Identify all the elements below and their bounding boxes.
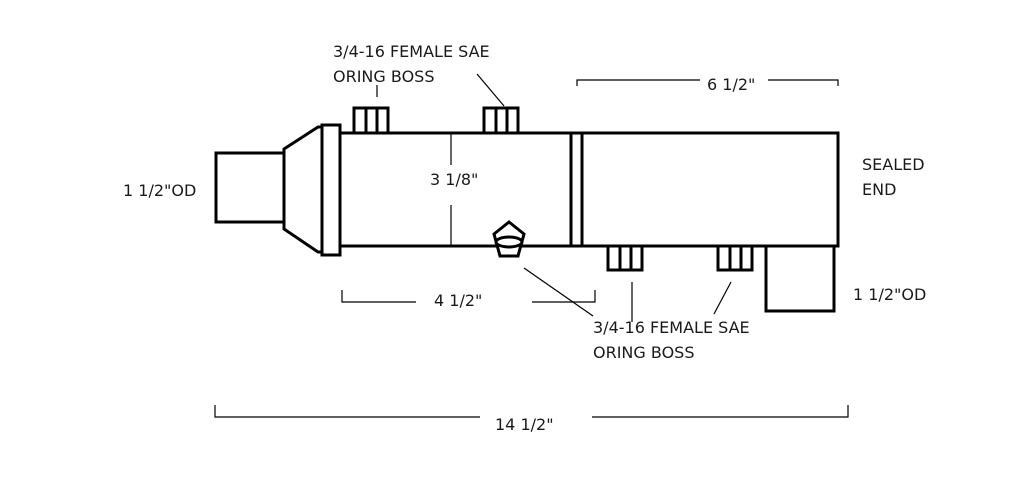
dim-6-half-label: 6 1/2" bbox=[707, 75, 755, 94]
dim-6-half bbox=[576, 79, 839, 86]
top-boss-2 bbox=[482, 106, 520, 135]
divider-band bbox=[569, 131, 584, 248]
top-boss-1 bbox=[352, 106, 390, 135]
bottom-port-label-line1: 3/4-16 FEMALE SAE bbox=[593, 318, 750, 337]
inlet-od-label: 1 1/2"OD bbox=[123, 181, 196, 200]
bottom-port-label-line2: ORING BOSS bbox=[593, 343, 694, 362]
reducer-cone bbox=[282, 125, 324, 254]
bottom-boss-1 bbox=[606, 244, 644, 272]
bottom-boss-2 bbox=[716, 244, 754, 272]
hex-fitting bbox=[492, 220, 526, 258]
sealed-end-label-line1: SEALED bbox=[862, 155, 925, 174]
outlet-pipe bbox=[764, 244, 836, 313]
inlet-pipe bbox=[214, 151, 286, 224]
top-port-label-line1: 3/4-16 FEMALE SAE bbox=[333, 42, 490, 61]
top-port-label-line2: ORING BOSS bbox=[333, 67, 434, 86]
outlet-od-label: 1 1/2"OD bbox=[853, 285, 926, 304]
dim-14-half bbox=[214, 405, 849, 418]
dim-14-half-label: 14 1/2" bbox=[495, 415, 554, 434]
flange bbox=[320, 123, 342, 257]
leader-lines bbox=[376, 73, 732, 322]
sealed-end-label-line2: END bbox=[862, 180, 896, 199]
main-body bbox=[338, 131, 840, 248]
dim-4-half bbox=[341, 290, 596, 303]
dim-4-half-label: 4 1/2" bbox=[434, 291, 482, 310]
diameter-label: 3 1/8" bbox=[430, 170, 478, 189]
